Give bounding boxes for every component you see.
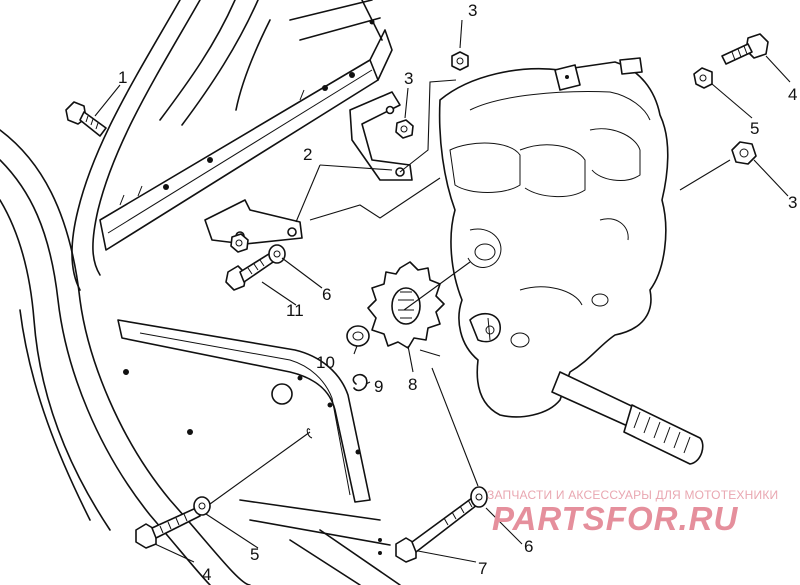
callout-10: 10: [316, 353, 335, 372]
circlip: [352, 373, 368, 392]
watermark-logo: PARTSFOR.RU: [492, 500, 792, 538]
callout-9: 9: [374, 377, 383, 396]
callout-5-bottom-left: 5: [250, 545, 259, 564]
nut-top: [451, 51, 469, 71]
mounting-bracket-lower: [204, 199, 303, 245]
bolt-bottom-long: [395, 497, 478, 563]
watermark-tagline: ЗАПЧАСТИ И АКСЕССУАРЫ ДЛЯ МОТОТЕХНИКИ: [487, 488, 779, 502]
callout-6-bracket: 6: [322, 285, 331, 304]
callout-3-right: 3: [788, 193, 797, 212]
callout-6-bottom: 6: [524, 537, 533, 556]
washer-top-right: [693, 67, 713, 89]
washer-bottom-right: [470, 486, 488, 508]
callout-2: 2: [303, 145, 312, 164]
callout-1: 1: [118, 68, 127, 87]
gearbox-housing: [438, 57, 669, 418]
lock-washer: [346, 325, 370, 347]
washer-bottom-left: [193, 496, 211, 516]
callout-4-top-right: 4: [788, 85, 797, 104]
bolt-frame-upper: [65, 101, 107, 137]
callout-8: 8: [408, 375, 417, 394]
watermark-logo-ru: .RU: [678, 500, 739, 537]
flange-nut-bracket: [230, 119, 414, 253]
bolt-bracket: [225, 251, 277, 291]
callout-11: 11: [286, 301, 304, 320]
callout-labels: 1 2 3 3 3 4 4 5 5 6 6 7 8 9 10 11: [118, 1, 797, 584]
drive-sprocket: [367, 261, 445, 349]
vehicle-frame: [0, 0, 401, 585]
callout-3-top: 3: [468, 1, 477, 20]
callout-5-top-right: 5: [750, 119, 759, 138]
nut-right: [731, 141, 757, 165]
bolt-top-right: [721, 33, 769, 65]
callout-7: 7: [478, 559, 487, 578]
watermark-logo-for: FOR: [605, 500, 679, 537]
bolt-bottom-left: [135, 507, 201, 549]
leader-lines: [94, 19, 791, 563]
callout-4-bottom-left: 4: [202, 565, 211, 584]
callout-3-bracket: 3: [404, 69, 413, 88]
watermark-logo-parts: PARTS: [492, 500, 606, 537]
output-shaft: [551, 371, 704, 465]
washer-bracket: [268, 244, 286, 264]
